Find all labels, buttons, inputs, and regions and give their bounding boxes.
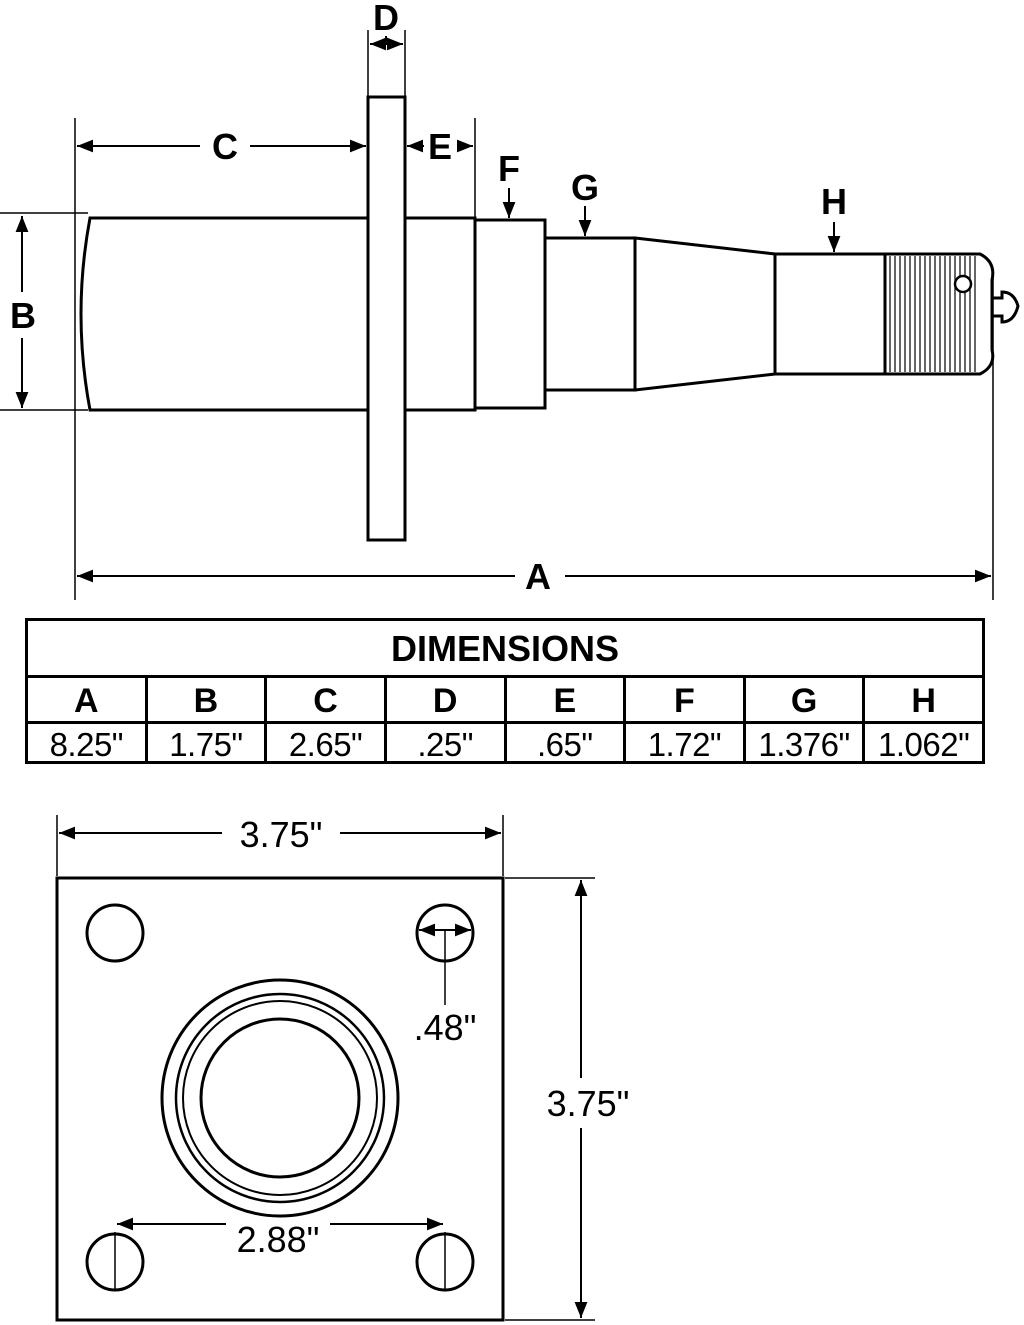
- header-cell: B: [144, 678, 265, 721]
- header-cell: E: [503, 678, 624, 721]
- label-e: E: [428, 126, 452, 167]
- value-cell: 1.72": [623, 724, 743, 764]
- spindle-mid-ring: [174, 992, 386, 1204]
- header-cell: C: [264, 678, 384, 721]
- flange-width-label: 3.75": [240, 814, 323, 855]
- value-cell: .65": [503, 724, 624, 764]
- dimensions-title: DIMENSIONS: [28, 621, 982, 678]
- value-cell: .25": [383, 724, 504, 764]
- value-cell: 1.75": [144, 724, 265, 764]
- spindle-inner-ring: [199, 1017, 361, 1179]
- header-cell: F: [623, 678, 743, 721]
- header-cell: H: [862, 678, 982, 721]
- value-cell: 8.25": [49, 726, 124, 763]
- spindle-outer-ring: [160, 978, 400, 1218]
- label-f: F: [498, 148, 520, 189]
- label-c: C: [212, 126, 238, 167]
- shaft-h-section: [773, 252, 887, 376]
- label-a: A: [525, 556, 551, 597]
- label-b: B: [10, 295, 36, 336]
- flange-height-label: 3.75": [547, 1083, 630, 1124]
- dimensions-value-row: 8.25" 1.75" 2.65" .25" .65" 1.72" 1.376"…: [28, 721, 982, 764]
- header-cell: A: [74, 682, 99, 720]
- shaft-threads: [883, 252, 995, 376]
- shaft-g-section: [543, 236, 637, 392]
- label-d: D: [373, 0, 399, 38]
- header-cell: D: [383, 678, 504, 721]
- bolt-hole-top-left: [85, 903, 145, 963]
- value-cell: 1.062": [862, 724, 982, 764]
- shaft-f-section: [473, 218, 547, 410]
- dimensions-table: DIMENSIONS A B C D E F G H 8.25" 1.75" 2…: [25, 618, 985, 764]
- flange-front-view: 3.75" 3.75" .48" 2.88": [55, 814, 630, 1322]
- shaft-taper: [633, 236, 777, 392]
- label-h: H: [821, 181, 847, 222]
- value-cell: 1.376": [742, 724, 863, 764]
- header-cell: G: [742, 678, 863, 721]
- spindle-ring-3: [182, 1000, 378, 1196]
- flange-edge: [366, 95, 407, 542]
- value-cell: 2.65": [264, 724, 384, 764]
- spindle-side-view: A B C D E F G H: [0, 0, 1020, 600]
- thread-lines: [889, 256, 976, 372]
- grease-zerk: [990, 290, 1020, 324]
- cotter-pin-hole: [953, 274, 973, 294]
- hole-spacing-label: 2.88": [237, 1219, 320, 1260]
- shaft-body: [79, 216, 477, 412]
- label-g: G: [571, 167, 599, 208]
- dimensions-header-row: A B C D E F G H: [28, 678, 982, 721]
- hole-diameter-label: .48": [414, 1007, 477, 1048]
